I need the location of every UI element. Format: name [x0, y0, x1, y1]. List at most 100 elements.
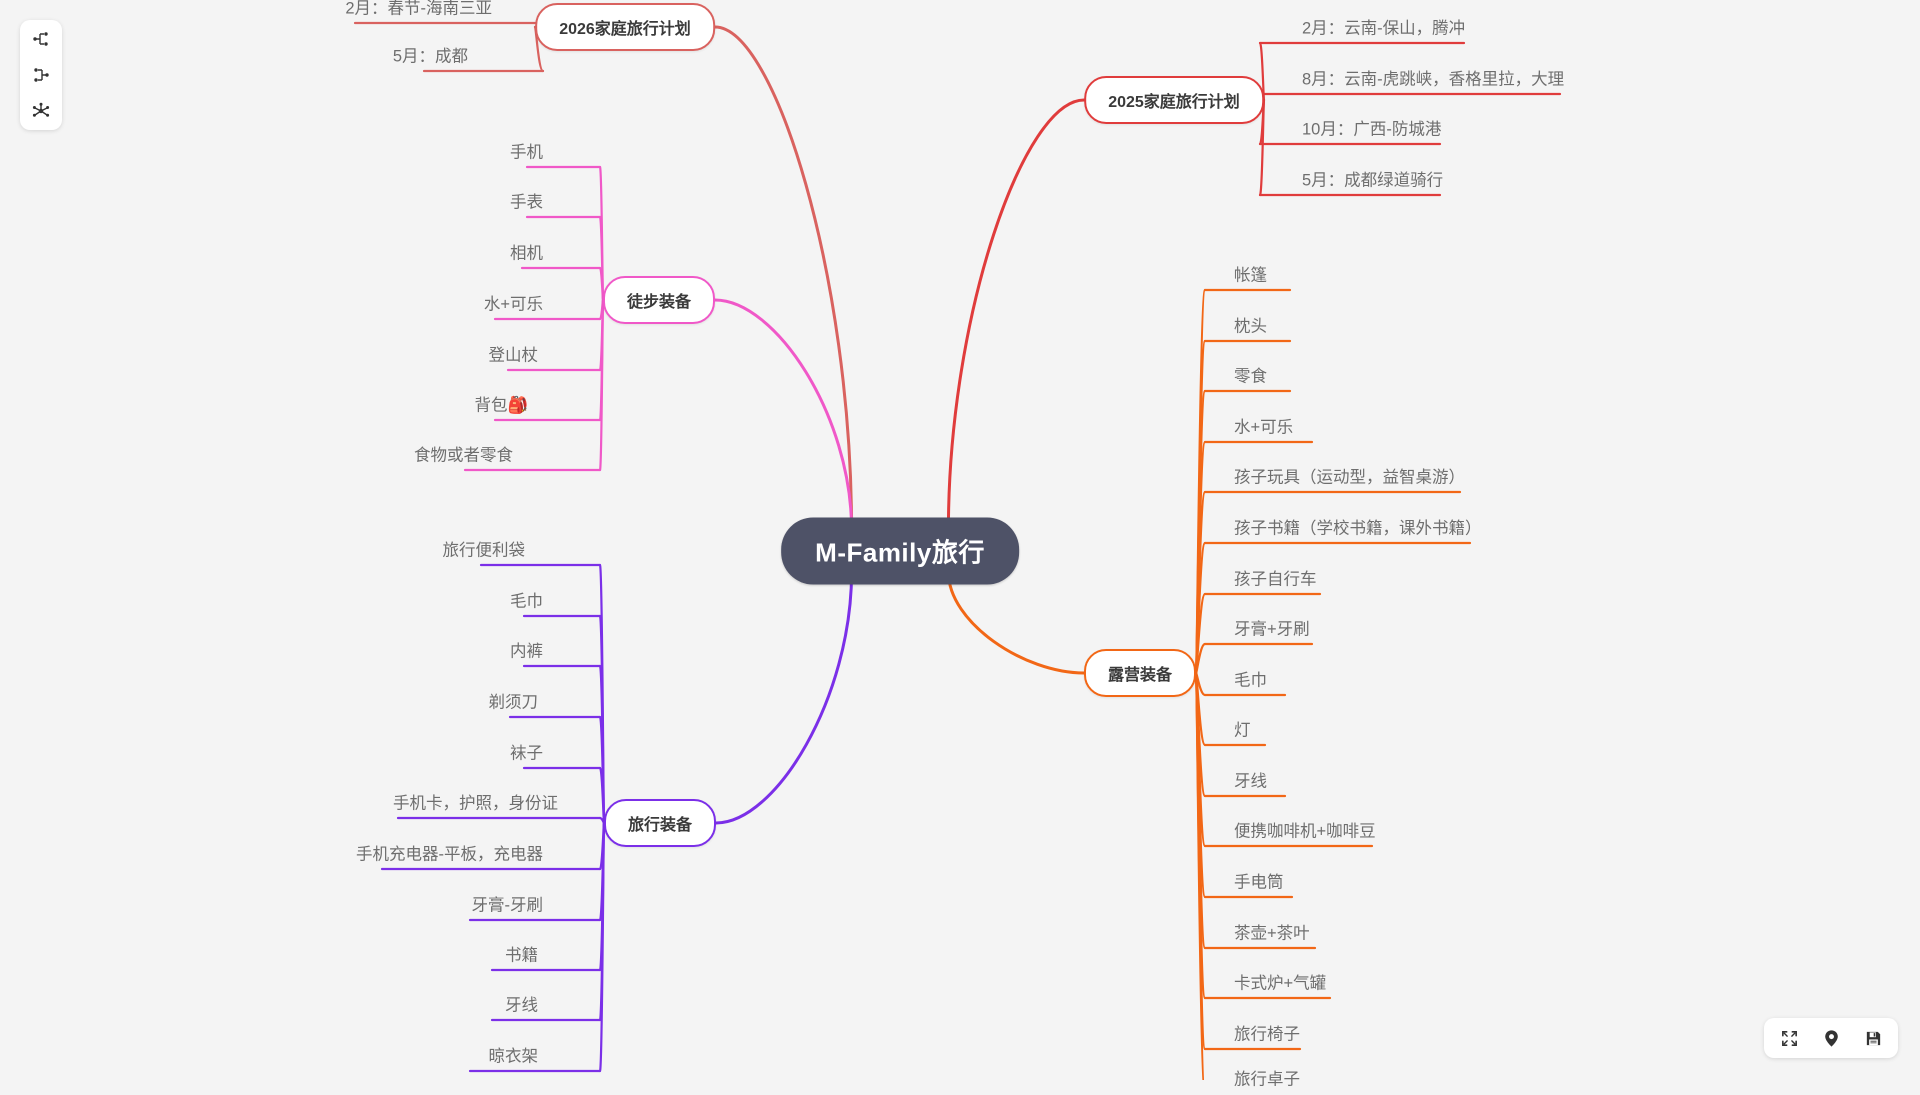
leaf-node-label: 牙线	[1234, 772, 1267, 791]
leaf-node-label: 牙膏-牙刷	[471, 896, 544, 915]
leaf-node-label: 相机	[510, 244, 543, 263]
branch-node-label: 露营装备	[1107, 667, 1173, 684]
leaf-node[interactable]: 8月：云南-虎跳峡，香格里拉，大理	[1300, 66, 1566, 95]
leaf-node[interactable]: 相机	[508, 240, 545, 269]
leaf-node-label: 2月：春节-海南三亚	[345, 0, 492, 18]
leaf-node[interactable]: 10月：广西-防城港	[1300, 116, 1443, 145]
layout-radial-icon[interactable]	[30, 100, 52, 122]
leaf-node[interactable]: 卡式炉+气罐	[1232, 970, 1328, 999]
leaf-node-label: 背包🎒	[474, 396, 528, 415]
leaf-node-label: 5月：成都绿道骑行	[1302, 171, 1444, 190]
leaf-node[interactable]: 晾衣架	[487, 1043, 541, 1072]
branch-node-camping[interactable]: 露营装备	[1083, 649, 1197, 697]
leaf-node-label: 毛巾	[510, 592, 543, 611]
leaf-node[interactable]: 背包🎒	[472, 392, 530, 421]
leaf-node-label: 旅行椅子	[1234, 1025, 1300, 1044]
leaf-node[interactable]: 手电筒	[1232, 869, 1286, 898]
leaf-node[interactable]: 2月：春节-海南三亚	[343, 0, 494, 24]
leaf-node[interactable]: 孩子书籍（学校书籍，课外书籍）	[1232, 515, 1484, 544]
leaf-node[interactable]: 茶壶+茶叶	[1232, 920, 1312, 949]
leaf-node[interactable]: 袜子	[508, 740, 545, 769]
leaf-node-label: 孩子玩具（运动型，益智桌游）	[1234, 468, 1465, 487]
branch-node-label: 徒步装备	[626, 294, 692, 311]
leaf-node[interactable]: 2月：云南-保山，腾冲	[1300, 15, 1467, 44]
root-node[interactable]: M-Family旅行	[781, 517, 1019, 585]
leaf-node[interactable]: 剃须刀	[487, 689, 541, 718]
leaf-node-label: 茶壶+茶叶	[1234, 924, 1310, 943]
leaf-node-label: 孩子自行车	[1234, 570, 1317, 589]
leaf-node[interactable]: 5月：成都	[391, 43, 470, 72]
leaf-node-label: 手机充电器-平板，充电器	[356, 845, 543, 864]
branch-node-travel[interactable]: 旅行装备	[603, 799, 717, 847]
leaf-node[interactable]: 枕头	[1232, 313, 1269, 342]
leaf-node[interactable]: 牙膏-牙刷	[470, 892, 546, 921]
leaf-node-label: 便携咖啡机+咖啡豆	[1234, 822, 1376, 841]
leaf-node[interactable]: 孩子自行车	[1232, 566, 1319, 595]
leaf-node-label: 水+可乐	[1234, 418, 1294, 437]
leaf-node[interactable]: 灯	[1232, 717, 1253, 746]
leaf-node-label: 剃须刀	[488, 693, 539, 712]
leaf-node-label: 晾衣架	[488, 1047, 539, 1066]
center-locate-icon[interactable]	[1820, 1027, 1842, 1049]
leaf-node[interactable]: 毛巾	[1232, 667, 1269, 696]
leaf-node[interactable]: 旅行椅子	[1232, 1021, 1302, 1050]
leaf-node-label: 袜子	[510, 744, 543, 763]
leaf-node[interactable]: 登山杖	[487, 342, 541, 371]
leaf-node-label: 书籍	[505, 946, 538, 965]
branch-node-label: 2026家庭旅行计划	[559, 21, 691, 38]
leaf-node-label: 零食	[1234, 367, 1267, 386]
branch-node-hiking[interactable]: 徒步装备	[602, 276, 716, 324]
leaf-node-label: 登山杖	[488, 346, 539, 365]
leaf-node-label: 水+可乐	[483, 295, 543, 314]
layout-toolbar[interactable]	[20, 20, 62, 130]
leaf-node-label: 旅行便利袋	[442, 541, 526, 560]
leaf-node[interactable]: 便携咖啡机+咖啡豆	[1232, 818, 1378, 847]
leaf-node[interactable]: 手机充电器-平板，充电器	[354, 841, 545, 870]
leaf-node[interactable]: 旅行卓子	[1232, 1066, 1302, 1095]
leaf-node[interactable]: 手机	[508, 139, 545, 168]
branch-node-plan2025[interactable]: 2025家庭旅行计划	[1084, 76, 1264, 124]
branch-node-label: 2025家庭旅行计划	[1108, 94, 1240, 111]
leaf-node-label: 5月：成都	[392, 47, 468, 66]
leaf-node[interactable]: 水+可乐	[1232, 414, 1295, 443]
leaf-node[interactable]: 旅行便利袋	[441, 537, 528, 566]
leaf-node-label: 枕头	[1234, 317, 1267, 336]
leaf-node[interactable]: 手机卡，护照，身份证	[391, 790, 560, 819]
leaf-node-label: 手表	[510, 193, 543, 212]
layout-left-tree-icon[interactable]	[30, 64, 52, 86]
leaf-node[interactable]: 毛巾	[508, 588, 545, 617]
leaf-node[interactable]: 书籍	[503, 942, 540, 971]
leaf-node-label: 手机卡，护照，身份证	[393, 794, 558, 813]
leaf-node[interactable]: 5月：成都绿道骑行	[1300, 167, 1445, 196]
leaf-node-label: 手电筒	[1234, 873, 1284, 892]
leaf-node-label: 毛巾	[1234, 671, 1267, 690]
leaf-node[interactable]: 帐篷	[1232, 262, 1269, 291]
branch-node-plan2026[interactable]: 2026家庭旅行计划	[535, 3, 715, 51]
leaf-node-label: 卡式炉+气罐	[1234, 974, 1327, 993]
fit-screen-icon[interactable]	[1778, 1027, 1800, 1049]
leaf-node[interactable]: 牙线	[503, 992, 540, 1021]
branch-node-label: 旅行装备	[627, 817, 693, 834]
leaf-node-label: 帐篷	[1234, 266, 1267, 285]
layout-right-tree-icon[interactable]	[30, 28, 52, 50]
leaf-node[interactable]: 牙线	[1232, 768, 1269, 797]
view-toolbar[interactable]	[1764, 1018, 1898, 1058]
leaf-node-label: 孩子书籍（学校书籍，课外书籍）	[1234, 519, 1482, 538]
leaf-node-label: 8月：云南-虎跳峡，香格里拉，大理	[1302, 70, 1565, 89]
leaf-node-label: 手机	[510, 143, 543, 162]
leaf-node[interactable]: 内裤	[508, 638, 545, 667]
save-icon[interactable]	[1862, 1027, 1884, 1049]
leaf-node-label: 2月：云南-保山，腾冲	[1302, 19, 1466, 38]
leaf-node-label: 牙线	[505, 996, 538, 1015]
leaf-node-label: 灯	[1234, 721, 1251, 740]
leaf-node[interactable]: 食物或者零食	[412, 442, 515, 471]
leaf-node[interactable]: 零食	[1232, 363, 1269, 392]
leaf-node[interactable]: 孩子玩具（运动型，益智桌游）	[1232, 464, 1467, 493]
leaf-node-label: 牙膏+牙刷	[1234, 620, 1310, 639]
leaf-node-label: 食物或者零食	[414, 446, 513, 465]
leaf-node[interactable]: 水+可乐	[482, 291, 545, 320]
leaf-node-label: 10月：广西-防城港	[1302, 120, 1442, 139]
leaf-node[interactable]: 手表	[508, 189, 545, 218]
leaf-node[interactable]: 牙膏+牙刷	[1232, 616, 1312, 645]
